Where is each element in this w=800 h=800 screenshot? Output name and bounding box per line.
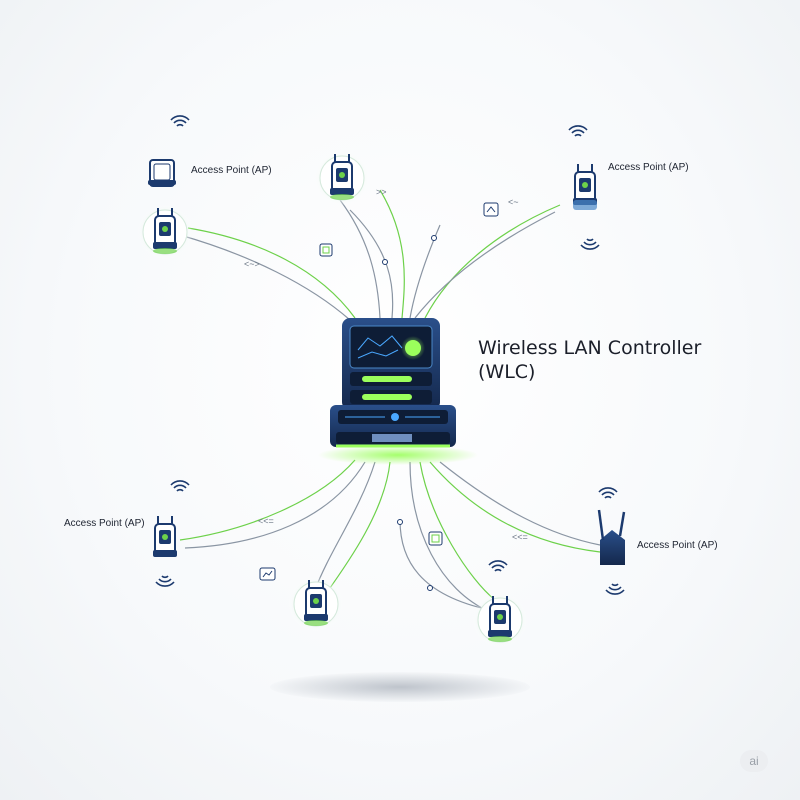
node-dot	[431, 235, 437, 241]
link-ap-bottom-mid-2	[409, 461, 491, 613]
link-ap-bottom-center	[314, 461, 376, 591]
link-ap-bottom-left-2	[184, 461, 366, 549]
arrow-glyph-3: >>	[376, 187, 387, 197]
ap-top-left	[148, 115, 190, 187]
link-ap-top-left	[187, 227, 356, 319]
link-ap-top-center-3	[379, 189, 405, 319]
link-top-curve	[409, 224, 441, 319]
link-ap-bottom-center-2	[324, 461, 391, 596]
node-dot-3	[427, 585, 433, 591]
ap-top-right	[568, 125, 600, 250]
ap-label-top-right: Access Point (AP)	[608, 162, 689, 173]
wireless-lan-controller-device	[318, 318, 478, 465]
data-packet-icon-2	[428, 531, 443, 546]
arrow-glyph-5: <<=	[512, 532, 528, 542]
node-dot-4	[382, 259, 388, 265]
arrow-glyph-4: <<=	[258, 516, 274, 526]
controller-title: Wireless LAN Controller (WLC)	[478, 336, 701, 384]
ap-label-bottom-right: Access Point (AP)	[637, 540, 718, 551]
ap-bottom-center-left	[288, 576, 344, 632]
link-ap-top-center	[339, 199, 381, 319]
node-dot-2	[397, 519, 403, 525]
arrow-glyph: <~>	[244, 259, 260, 269]
ai-badge: ai	[740, 750, 768, 772]
link-ap-bottom-mid-3	[419, 461, 496, 601]
ap-label-bottom-left: Access Point (AP)	[64, 518, 145, 529]
ap-bottom-right	[597, 487, 626, 595]
connection-links	[179, 189, 601, 613]
ap-bottom-left	[152, 480, 190, 587]
link-ap-top-left-2	[179, 234, 351, 321]
link-glyphs: <~> <~ >> <<= <<=	[244, 187, 528, 591]
home-packet-icon	[483, 202, 499, 217]
controller-title-line1: Wireless LAN Controller	[478, 337, 702, 359]
link-ap-bottom-mid	[399, 519, 491, 611]
arrow-glyph-2: <~	[508, 197, 519, 207]
link-ap-bottom-right	[429, 461, 601, 553]
ap-top-left-2	[137, 204, 193, 260]
ap-top-center	[314, 150, 370, 206]
data-packet-icon	[319, 243, 333, 257]
controller-title-line2: (WLC)	[478, 361, 536, 383]
link-ap-top-right-2	[414, 211, 556, 319]
link-ap-top-right	[424, 204, 561, 319]
ap-bottom-center-right	[472, 560, 528, 648]
floor-shadow	[270, 672, 530, 702]
link-ap-top-center-2	[349, 209, 394, 319]
link-ap-bottom-left	[179, 459, 356, 541]
link-ap-bottom-right-2	[439, 461, 601, 546]
ap-label-top-left: Access Point (AP)	[191, 165, 272, 176]
